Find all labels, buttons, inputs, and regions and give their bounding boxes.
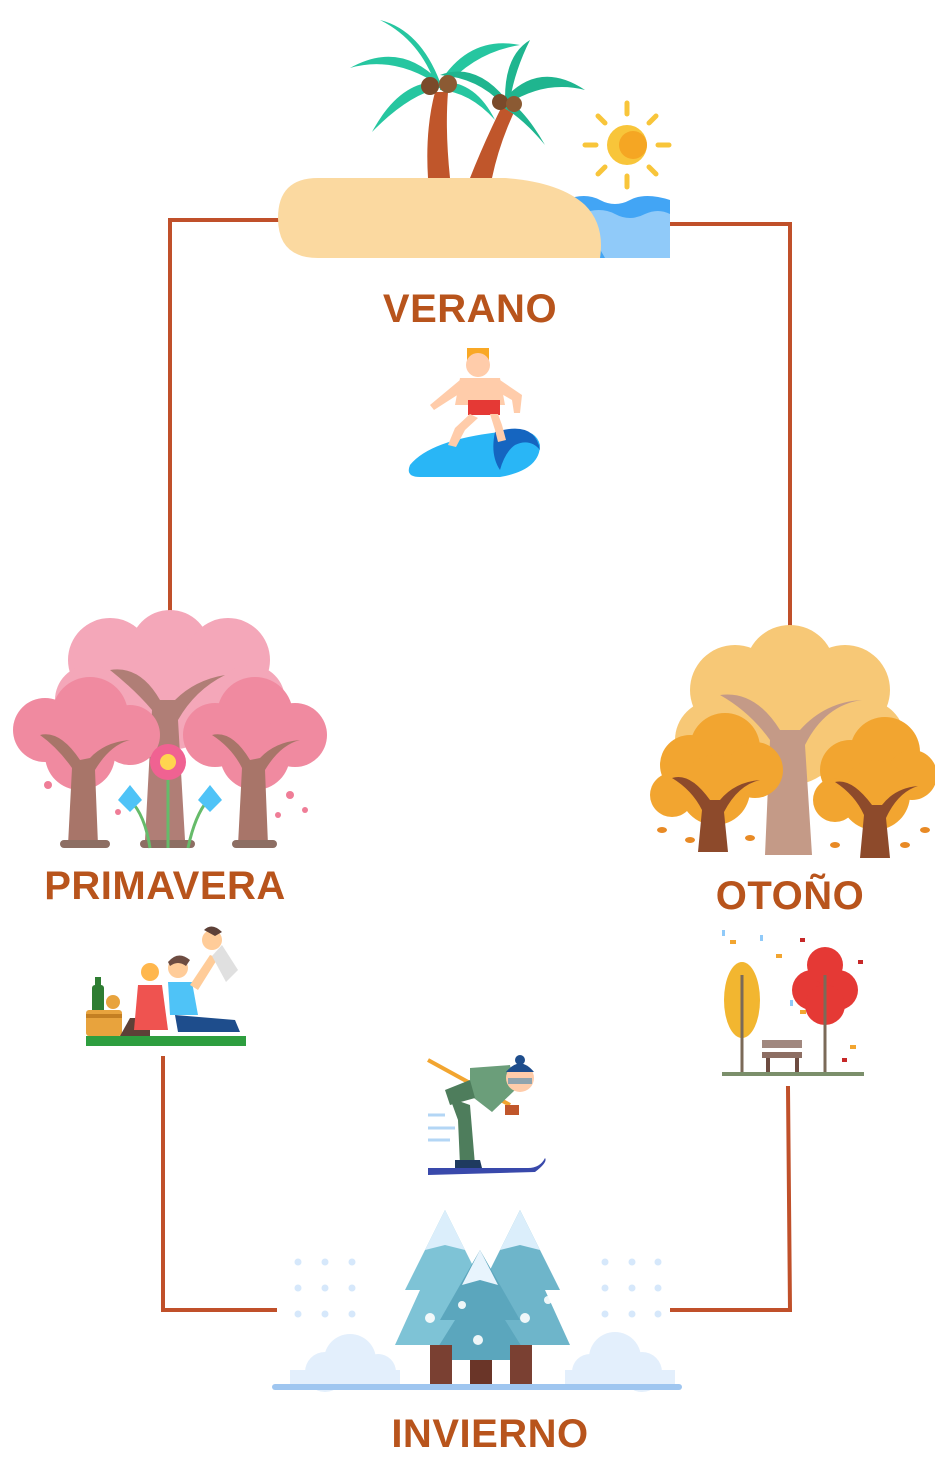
season-label-summer: VERANO xyxy=(382,287,558,331)
season-label-spring: PRIMAVERA xyxy=(44,864,286,908)
connector-summer-autumn xyxy=(668,222,792,630)
cycle-connector-lines xyxy=(161,218,793,1312)
season-label-autumn: OTOÑO xyxy=(715,874,865,918)
skier-icon xyxy=(427,1055,546,1175)
sun-icon xyxy=(582,100,672,190)
season-label-winter: INVIERNO xyxy=(391,1412,589,1456)
connector-autumn-winter xyxy=(670,1085,793,1312)
connector-spring-winter xyxy=(161,1056,277,1312)
snowy-pines-icon xyxy=(272,1210,682,1392)
palm-beach-icon xyxy=(278,20,672,258)
connector-summer-spring xyxy=(168,218,282,627)
surfer-icon xyxy=(408,348,540,477)
autumn-trees-icon xyxy=(650,625,935,858)
blossom-trees-icon xyxy=(13,610,327,849)
autumn-park-icon xyxy=(722,930,864,1076)
picnic-icon xyxy=(86,926,246,1046)
